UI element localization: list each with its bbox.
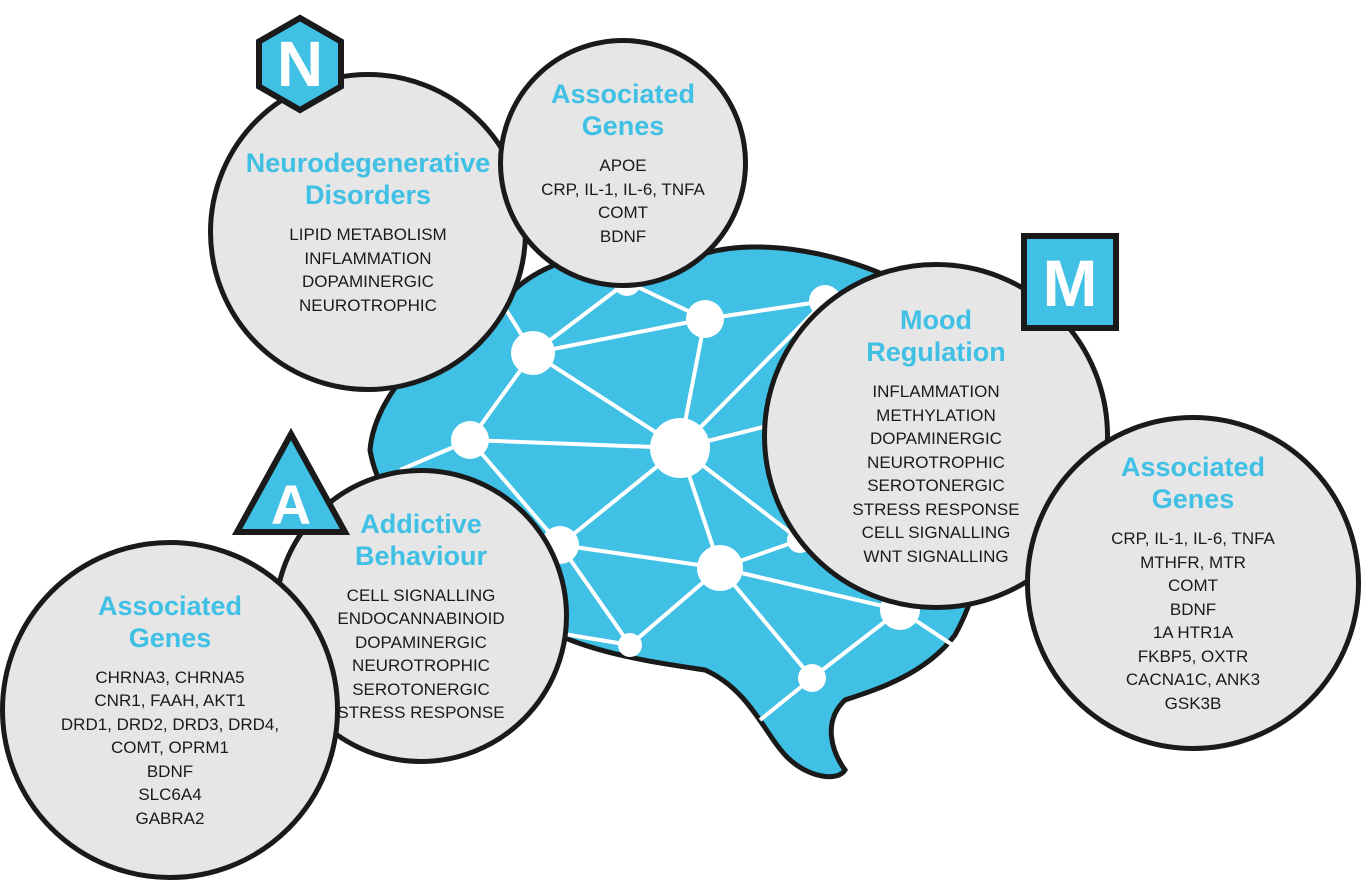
title-line: Genes	[581, 111, 665, 141]
gene-item: COMT	[597, 203, 649, 222]
gene-item: GABRA2	[135, 808, 205, 828]
addictive-behaviour-title: Addictive Behaviour	[355, 508, 487, 572]
network-node	[511, 331, 555, 375]
network-node	[650, 418, 710, 478]
gene-item: APOE	[599, 156, 647, 175]
addictive-associated-genes-circle: Associated Genes CHRNA3, CHRNA5 CNR1, FA…	[0, 540, 340, 880]
gene-item: FKBP5, OXTR	[1137, 646, 1249, 666]
title-line: Genes	[128, 622, 212, 653]
title-line: Associated	[97, 590, 243, 621]
gene-item: COMT, OPRM1	[110, 738, 230, 758]
gene-list: CRP, IL-1, IL-6, TNFA MTHFR, MTR COMT BD…	[1111, 527, 1275, 715]
mood-associated-genes-circle: Associated Genes CRP, IL-1, IL-6, TNFA M…	[1025, 415, 1361, 751]
pathway-list: INFLAMMATION METHYLATION DOPAMINERGIC NE…	[852, 380, 1019, 568]
pathway-item: SEROTONERGIC	[867, 476, 1005, 495]
pathway-item: DOPAMINERGIC	[870, 429, 1002, 448]
pathway-item: NEUROTROPHIC	[867, 452, 1005, 472]
mood-regulation-title: Mood Regulation	[866, 304, 1006, 368]
title-line: Genes	[1151, 484, 1235, 514]
gene-item: MTHFR, MTR	[1140, 552, 1246, 572]
gene-list: APOE CRP, IL-1, IL-6, TNFA COMT BDNF	[541, 154, 705, 248]
pathway-item: SEROTONERGIC	[352, 679, 490, 699]
network-node	[686, 300, 724, 338]
gene-item: CACNA1C, ANK3	[1125, 670, 1261, 689]
pathway-item: STRESS RESPONSE	[337, 703, 505, 722]
pathway-item: NEUROTROPHIC	[299, 295, 437, 315]
gene-item: 1A HTR1A	[1152, 623, 1234, 642]
title-line: Behaviour	[354, 540, 488, 571]
associated-genes-title: Associated Genes	[551, 78, 695, 142]
pathway-item: METHYLATION	[876, 405, 996, 425]
neurodegenerative-disorders-circle: Neurodegenerative Disorders LIPID METABO…	[208, 72, 528, 392]
gene-item: CRP, IL-1, IL-6, TNFA	[1111, 529, 1275, 548]
pathway-item: LIPID METABOLISM	[289, 225, 447, 244]
pathway-item: INFLAMMATION	[872, 382, 1000, 401]
associated-genes-title: Associated Genes	[98, 590, 242, 654]
network-node	[798, 664, 826, 692]
a-triangle-badge: A	[231, 428, 351, 536]
gene-item: CHRNA3, CHRNA5	[95, 667, 245, 687]
title-line: Associated	[550, 79, 696, 109]
gene-item: BDNF	[1169, 599, 1217, 619]
title-line: Neurodegenerative	[245, 148, 491, 178]
gene-list: CHRNA3, CHRNA5 CNR1, FAAH, AKT1 DRD1, DR…	[61, 666, 279, 831]
pathway-item: CELL SIGNALLING	[346, 585, 496, 605]
associated-genes-title: Associated Genes	[1121, 451, 1265, 515]
pathway-item: CELL SIGNALLING	[861, 523, 1011, 542]
badge-letter: N	[277, 28, 323, 100]
gene-item: CRP, IL-1, IL-6, TNFA	[541, 179, 705, 199]
title-line: Disorders	[304, 180, 432, 210]
neuro-associated-genes-circle: Associated Genes APOE CRP, IL-1, IL-6, T…	[498, 38, 748, 288]
pathway-item: DOPAMINERGIC	[302, 272, 434, 291]
gene-item: BDNF	[599, 226, 647, 246]
gene-item: BDNF	[146, 761, 194, 781]
network-node	[451, 421, 489, 459]
gene-item: GSK3B	[1164, 693, 1222, 713]
m-square-badge: M	[1021, 233, 1119, 331]
title-line: Associated	[1120, 452, 1266, 482]
gene-item: CNR1, FAAH, AKT1	[94, 691, 246, 711]
title-line: Mood	[900, 305, 972, 335]
pathway-item: ENDOCANNABINOID	[337, 609, 505, 628]
gene-item: COMT	[1167, 576, 1219, 595]
pathway-item: NEUROTROPHIC	[352, 656, 490, 675]
gene-item: DRD1, DRD2, DRD3, DRD4,	[60, 714, 280, 734]
network-node	[618, 633, 642, 657]
badge-letter: M	[1043, 246, 1098, 320]
pathway-list: CELL SIGNALLING ENDOCANNABINOID DOPAMINE…	[337, 584, 504, 725]
neurodegenerative-title: Neurodegenerative Disorders	[246, 147, 491, 211]
pathway-item: DOPAMINERGIC	[355, 632, 487, 652]
pathway-item: WNT SIGNALLING	[863, 546, 1009, 566]
title-line: Regulation	[866, 337, 1006, 367]
network-node	[697, 545, 743, 591]
pathway-list: LIPID METABOLISM INFLAMMATION DOPAMINERG…	[289, 223, 446, 317]
gene-item: SLC6A4	[138, 785, 202, 805]
title-line: Addictive	[360, 508, 482, 539]
n-hexagon-badge: N	[256, 14, 344, 114]
badge-letter: A	[271, 473, 311, 536]
pathway-item: STRESS RESPONSE	[852, 499, 1020, 519]
pathway-item: INFLAMMATION	[304, 248, 432, 268]
